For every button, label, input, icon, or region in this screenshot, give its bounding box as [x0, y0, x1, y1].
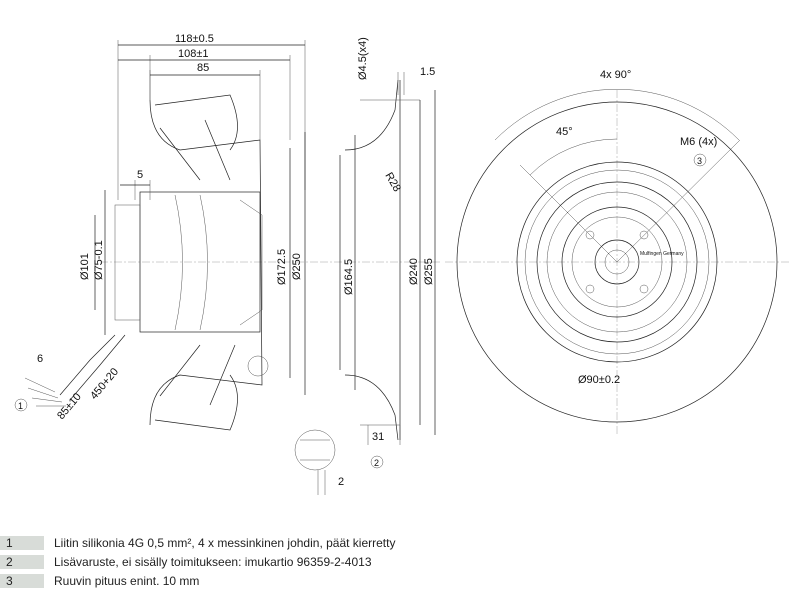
thread-m6: M6 (4x)	[680, 136, 717, 148]
legend-text: Lisävaruste, ei sisälly toimitukseen: im…	[54, 554, 372, 569]
dim-5: 5	[137, 169, 143, 181]
legend-number: 3	[0, 573, 44, 588]
legend-number: 2	[0, 554, 44, 569]
legend-row: 3 Ruuvin pituus enint. 10 mm	[0, 571, 800, 590]
dim-450: 450+20	[88, 366, 121, 402]
legend-number: 1	[0, 535, 44, 550]
dim-164-5: Ø164.5	[343, 259, 355, 295]
angle-45: 45°	[556, 126, 573, 138]
dim-172-5: Ø172.5	[276, 249, 288, 285]
profile-view: Ø4.5(x4) 1.5 R28 Ø164.5 Ø240 Ø255 31 2 2	[294, 37, 440, 495]
dim-118: 118±0.5	[175, 33, 214, 45]
dim-108: 108±1	[178, 48, 209, 60]
dim-240: Ø240	[408, 258, 420, 285]
brand-label: Mulfingen Germany	[640, 251, 684, 257]
front-view: 4x 90° 45° M6 (4x) 3 Ø90±0.2 Mulfingen G…	[445, 69, 790, 435]
dim-31: 31	[372, 431, 384, 443]
dim-4-5-x4: Ø4.5(x4)	[357, 37, 369, 80]
dim-250: Ø250	[291, 253, 303, 280]
dim-85-10: 85±10	[55, 391, 84, 422]
dim-85: 85	[197, 62, 209, 74]
dim-101: Ø101	[79, 253, 91, 280]
dim-75: Ø75-0.1	[93, 240, 105, 280]
legend-text: Liitin silikonia 4G 0,5 mm², 4 x messink…	[54, 535, 396, 550]
technical-drawing: 118±0.5 108±1 85 5 Ø101 Ø75-0.1 Ø172.5 Ø…	[14, 33, 790, 495]
legend-text: Ruuvin pituus enint. 10 mm	[54, 573, 200, 588]
legend-row: 2 Lisävaruste, ei sisälly toimitukseen: …	[0, 552, 800, 571]
callout-2: 2	[374, 458, 379, 468]
dim-6: 6	[37, 353, 43, 365]
legend-row: 1 Liitin silikonia 4G 0,5 mm², 4 x messi…	[0, 533, 800, 552]
dim-90: Ø90±0.2	[578, 374, 620, 386]
side-view: 118±0.5 108±1 85 5 Ø101 Ø75-0.1 Ø172.5 Ø…	[14, 33, 320, 431]
callout-3: 3	[697, 156, 702, 166]
dim-1-5: 1.5	[420, 66, 435, 78]
dim-255: Ø255	[423, 258, 435, 285]
dim-2: 2	[338, 476, 344, 488]
callout-1: 1	[18, 401, 23, 411]
legend-table: 1 Liitin silikonia 4G 0,5 mm², 4 x messi…	[0, 533, 800, 590]
angle-4x90: 4x 90°	[600, 69, 631, 81]
